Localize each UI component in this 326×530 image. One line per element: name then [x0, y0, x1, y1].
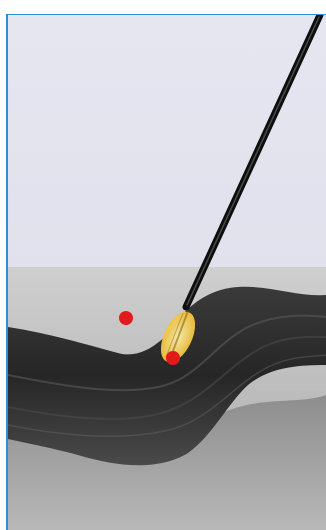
illustration-svg — [8, 15, 326, 530]
marker-dot-icon — [166, 351, 180, 365]
marker-dot-icon — [119, 311, 133, 325]
medical-illustration — [8, 15, 326, 530]
